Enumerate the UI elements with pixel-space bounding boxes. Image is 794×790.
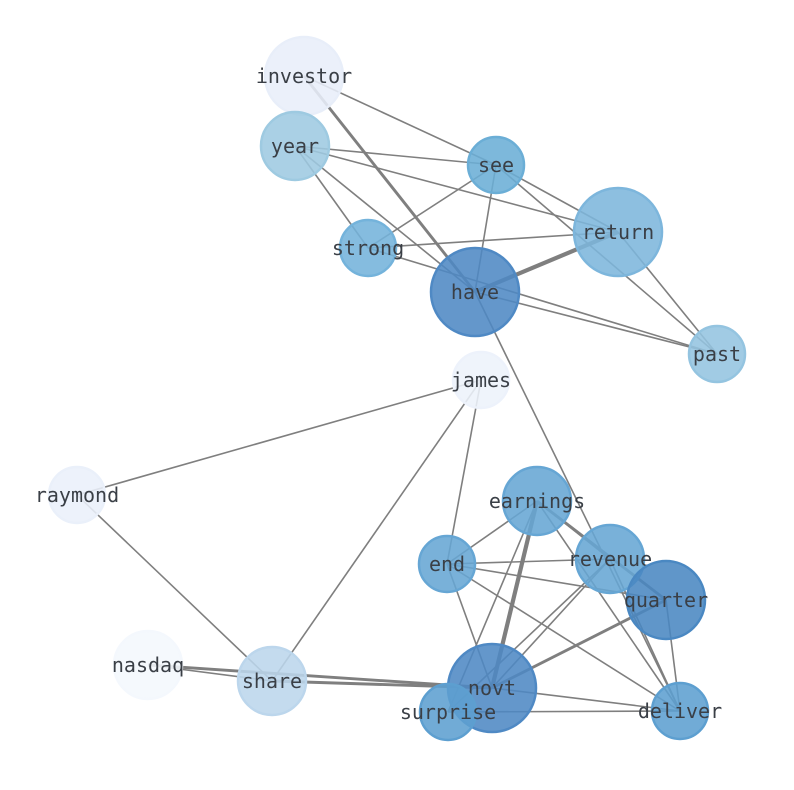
node-end: end [417, 534, 477, 594]
node-label-raymond: raymond [35, 483, 119, 507]
node-label-return: return [582, 220, 654, 244]
node-circle-revenue [574, 523, 646, 595]
node-label-deliver: deliver [638, 699, 722, 723]
node-circle-raymond [47, 465, 107, 525]
edge-james-end [446, 379, 482, 565]
node-deliver: deliver [638, 681, 722, 741]
node-circle-james [451, 350, 511, 410]
node-circle-return [572, 186, 664, 278]
node-label-novt: novt [468, 676, 516, 700]
edge-earnings-deliver [536, 500, 681, 712]
node-revenue: revenue [568, 523, 652, 595]
node-circle-have [429, 246, 521, 338]
node-circle-earnings [501, 465, 573, 537]
node-circle-deliver [650, 681, 710, 741]
node-label-end: end [429, 552, 465, 576]
edge-year-return [294, 145, 619, 233]
node-label-year: year [271, 134, 319, 158]
node-year: year [259, 110, 331, 182]
edge-investor-have [302, 75, 477, 293]
node-james: james [451, 350, 511, 410]
node-circle-share [236, 645, 308, 717]
node-label-strong: strong [332, 236, 404, 260]
nodes-layer: investor year see return strong have past james… [35, 35, 747, 742]
node-label-investor: investor [256, 64, 352, 88]
edge-james-raymond [76, 379, 482, 496]
node-label-revenue: revenue [568, 547, 652, 571]
node-label-james: james [451, 368, 511, 392]
node-have: have [429, 246, 521, 338]
node-circle-quarter [625, 559, 707, 641]
node-label-surprise: surprise [400, 700, 496, 724]
node-raymond: raymond [35, 465, 119, 525]
node-return: return [572, 186, 664, 278]
node-nasdaq: nasdaq [112, 629, 184, 701]
node-label-quarter: quarter [624, 588, 708, 612]
node-label-share: share [242, 669, 302, 693]
node-investor: investor [256, 35, 352, 117]
node-label-nasdaq: nasdaq [112, 653, 184, 677]
node-quarter: quarter [624, 559, 708, 641]
node-past: past [687, 324, 747, 384]
edges-layer [76, 75, 718, 713]
edge-have-deliver [474, 291, 681, 712]
node-circle-end [417, 534, 477, 594]
node-label-past: past [693, 342, 741, 366]
node-surprise: surprise [400, 682, 496, 742]
node-earnings: earnings [489, 465, 585, 537]
node-circle-nasdaq [112, 629, 184, 701]
node-circle-strong [338, 218, 398, 278]
node-share: share [236, 645, 308, 717]
node-see: see [466, 135, 526, 195]
edge-strong-past [367, 247, 718, 355]
node-label-earnings: earnings [489, 489, 585, 513]
node-label-see: see [478, 153, 514, 177]
edge-raymond-share [76, 494, 273, 682]
edge-james-share [271, 379, 482, 682]
edge-nasdaq-novt [147, 663, 493, 690]
edge-end-deliver [446, 563, 681, 712]
node-circle-see [466, 135, 526, 195]
node-strong: strong [332, 218, 404, 278]
node-label-have: have [451, 280, 499, 304]
node-circle-surprise [418, 682, 478, 742]
node-circle-past [687, 324, 747, 384]
node-circle-year [259, 110, 331, 182]
